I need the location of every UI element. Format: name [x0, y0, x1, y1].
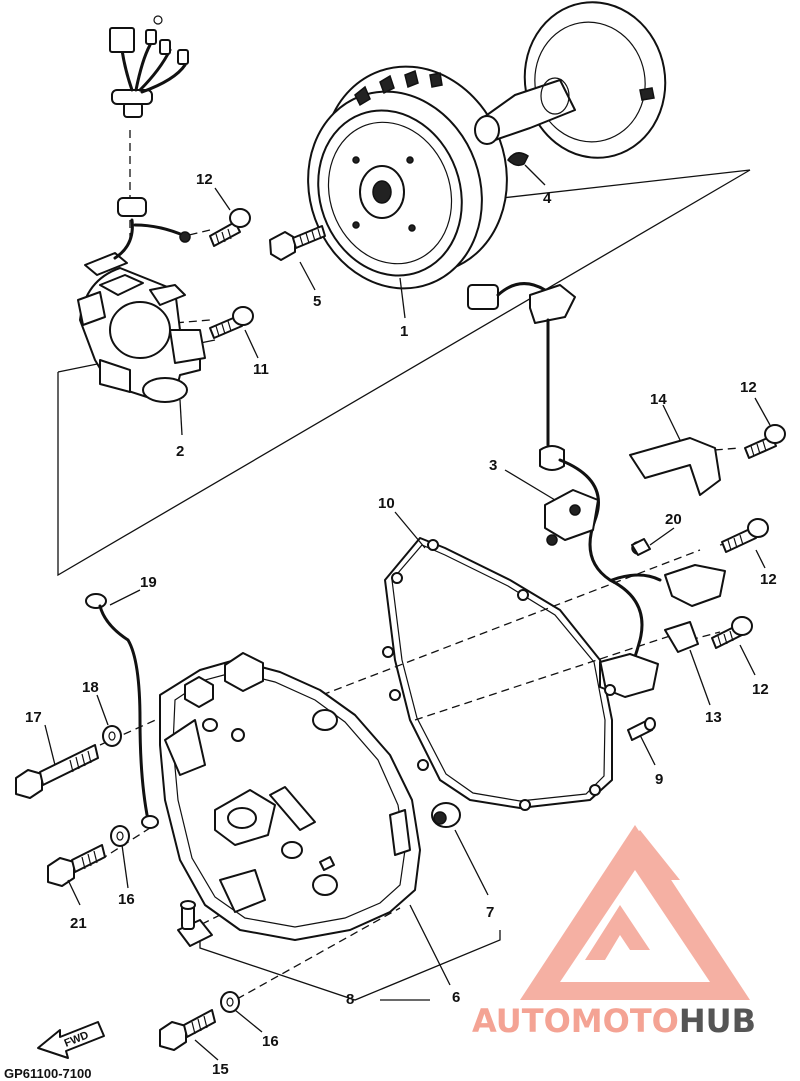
screw-12-stator [209, 208, 251, 247]
callout-11: 11 [253, 361, 269, 378]
screw-12-right-middle [721, 518, 769, 553]
small-clip [631, 538, 651, 556]
bolt-17 [15, 744, 99, 799]
callout-16-lower: 16 [262, 1033, 279, 1050]
watermark-text-secondary: HUB [679, 1002, 756, 1040]
woodruff-key [507, 152, 529, 167]
diagram-code: GP61100-7100 [4, 1066, 91, 1081]
rotor-flywheel [307, 65, 508, 290]
screw-12-right-upper [744, 424, 786, 459]
crankcase-cover [159, 652, 421, 941]
dowel-pin [627, 717, 656, 741]
callout-17: 17 [25, 709, 42, 726]
watermark-text-primary: AUTOMOTO [472, 1002, 679, 1040]
bolt-21 [47, 844, 106, 887]
callout-20: 20 [665, 511, 682, 528]
callout-12-right-lower: 12 [752, 681, 769, 698]
forward-arrow: FWD [37, 1021, 105, 1059]
callout-14: 14 [650, 391, 667, 408]
callout-2: 2 [176, 443, 184, 460]
clamp-13 [664, 621, 699, 653]
watermark-logo [520, 825, 750, 1000]
screw-12-right-lower [711, 616, 753, 649]
washer-16-upper [110, 825, 130, 847]
bolt-15 [159, 1009, 216, 1051]
flange-bolt [269, 225, 326, 261]
callout-12-stator: 12 [196, 171, 213, 188]
callout-12-right-upper: 12 [740, 379, 757, 396]
pickup-coil-harness [467, 282, 726, 698]
drain-fitting [177, 856, 335, 947]
callout-18: 18 [82, 679, 99, 696]
watermark-text: AUTOMOTOHUB [472, 1002, 756, 1040]
callout-1: 1 [400, 323, 408, 340]
screw-11 [209, 306, 254, 339]
callout-9: 9 [655, 771, 663, 788]
callout-5: 5 [313, 293, 321, 310]
callout-7: 7 [486, 904, 494, 921]
collar-7 [431, 802, 461, 828]
callout-leaders [44, 164, 771, 1061]
gasket [382, 537, 616, 811]
callout-10: 10 [378, 495, 395, 512]
callout-15: 15 [212, 1061, 229, 1078]
callout-3: 3 [489, 457, 497, 474]
callout-12-right-middle: 12 [760, 571, 777, 588]
washer-16-lower [220, 991, 240, 1013]
callout-labels: 1 2 3 4 5 6 7 8 9 10 11 12 12 12 12 13 1… [25, 171, 777, 1078]
callout-16-upper: 16 [118, 891, 135, 908]
crankshaft [474, 1, 667, 159]
callout-8: 8 [346, 991, 354, 1008]
stator-assembly [77, 15, 206, 403]
callout-6: 6 [452, 989, 460, 1006]
washer-18 [102, 725, 122, 747]
cable-guide [85, 593, 159, 829]
callout-13: 13 [705, 709, 722, 726]
wire-clamp [629, 437, 721, 496]
callout-19: 19 [140, 574, 157, 591]
callout-21: 21 [70, 915, 87, 932]
callout-4: 4 [543, 190, 552, 207]
